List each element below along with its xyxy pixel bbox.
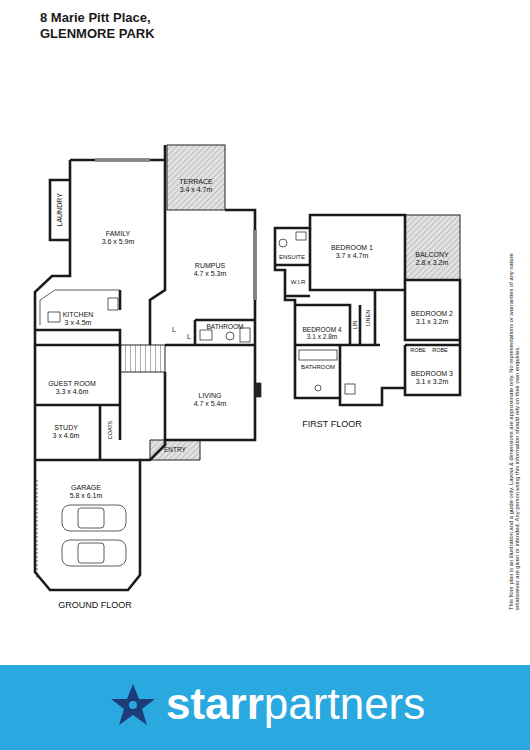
room-name: GUEST ROOM xyxy=(34,380,110,388)
room-name: RUMPUS xyxy=(170,262,250,270)
room-box: BEDROOM 43.1 x 2.8m xyxy=(296,326,348,340)
room-box: GUEST ROOM3.3 x 4.6m xyxy=(34,380,110,395)
room-box: W.I.R xyxy=(286,279,310,286)
small-label: ROBE xyxy=(410,347,426,353)
room-dimensions: 3.7 x 4.7m xyxy=(312,252,392,260)
room-box: BEDROOM 33.1 x 3.2m xyxy=(405,370,459,385)
room-name: BEDROOM 4 xyxy=(296,326,348,333)
room-box: STUDY3 x 4.6m xyxy=(37,424,95,439)
room-name: BATHROOM xyxy=(196,323,254,330)
room-dimensions: 3 x 4.5m xyxy=(43,319,113,327)
room-dimensions: 3.1 x 3.2m xyxy=(405,318,459,326)
disclaimer-note: This floor plan is an illustration and a… xyxy=(508,230,521,610)
room-box: LIVING4.7 x 5.4m xyxy=(170,392,250,407)
room-dimensions: 4.7 x 5.4m xyxy=(170,400,250,408)
room-box: BATHROOM xyxy=(296,364,340,371)
room-box: TERRACE3.4 x 4.7m xyxy=(168,178,224,193)
room-name: ENTRY xyxy=(153,446,197,453)
room-dimensions: 3.6 x 5.9m xyxy=(83,238,153,246)
small-label: LIN xyxy=(352,321,358,330)
room-box: ENTRY xyxy=(153,446,197,453)
room-box: GARAGE5.8 x 6.1m xyxy=(41,484,131,499)
room-dimensions: 3 x 4.6m xyxy=(37,432,95,440)
small-label: COATS xyxy=(107,421,113,440)
logo-wordmark: starrpartners xyxy=(166,682,425,726)
floor-name: GROUND FLOOR xyxy=(58,601,132,611)
room-name: LIVING xyxy=(170,392,250,400)
plan-title: 8 Marie Pitt Place, GLENMORE PARK xyxy=(40,10,215,41)
room-dimensions: 3.1 x 3.2m xyxy=(405,378,459,386)
room-name: BEDROOM 1 xyxy=(312,244,392,252)
room-dimensions: 3.4 x 4.7m xyxy=(168,186,224,194)
room-name: BEDROOM 3 xyxy=(405,370,459,378)
room-name: KITCHEN xyxy=(43,311,113,319)
room-box: FAMILY3.6 x 5.9m xyxy=(83,230,153,245)
room-name: ENSUITE xyxy=(275,254,309,261)
room-name: LAUNDRY xyxy=(56,182,64,238)
room-name: BALCONY xyxy=(405,251,459,259)
room-name: TERRACE xyxy=(168,178,224,186)
floor-name: FIRST FLOOR xyxy=(302,420,361,430)
room-name: FAMILY xyxy=(83,230,153,238)
room-name: BEDROOM 2 xyxy=(405,310,459,318)
room-box: LAUNDRY xyxy=(56,182,64,238)
room-box: RUMPUS4.7 x 5.3m xyxy=(170,262,250,277)
room-dimensions: 3.3 x 4.6m xyxy=(34,388,110,396)
room-dimensions: 5.8 x 6.1m xyxy=(41,492,131,500)
room-box: KITCHEN3 x 4.5m xyxy=(43,311,113,326)
small-label: L xyxy=(172,326,176,334)
room-box: ENSUITE xyxy=(275,254,309,261)
room-dimensions: 2.8 x 3.2m xyxy=(405,259,459,267)
room-dimensions: 4.7 x 5.3m xyxy=(170,270,250,278)
room-box: BALCONY2.8 x 3.2m xyxy=(405,251,459,266)
room-dimensions: 3.1 x 2.8m xyxy=(296,333,348,340)
room-name: W.I.R xyxy=(286,279,310,286)
logo-word: starr xyxy=(166,679,264,728)
room-name: BATHROOM xyxy=(296,364,340,371)
room-box: BEDROOM 23.1 x 3.2m xyxy=(405,310,459,325)
logo-word: partners xyxy=(264,679,425,728)
room-name: STUDY xyxy=(37,424,95,432)
room-name: GARAGE xyxy=(41,484,131,492)
small-label: LINEN xyxy=(365,310,371,326)
room-box: BATHROOM xyxy=(196,323,254,330)
small-label: L xyxy=(187,333,191,341)
small-label: ROBE xyxy=(432,347,448,353)
room-box: BEDROOM 13.7 x 4.7m xyxy=(312,244,392,259)
